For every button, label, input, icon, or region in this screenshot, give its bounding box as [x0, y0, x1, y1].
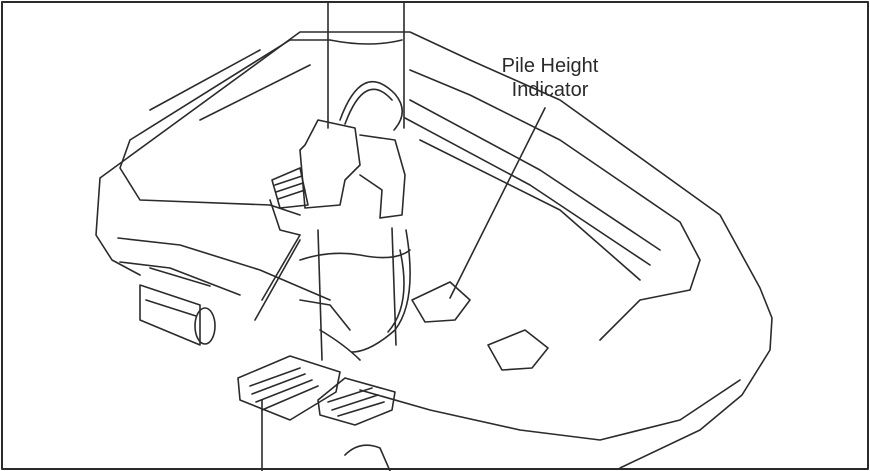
power-cord-lower	[351, 229, 411, 353]
secondary-indicator-window	[487, 329, 549, 371]
tilt-pedal	[237, 355, 341, 421]
side-trim	[254, 199, 301, 321]
pile-height-indicator-label: Pile Height Indicator	[470, 54, 630, 102]
pile-height-label-line2: Indicator	[511, 79, 589, 101]
pile-height-leader-line	[449, 107, 546, 299]
hood-tab	[271, 167, 309, 209]
hood-crease-lines	[149, 49, 661, 281]
right-pedal	[317, 377, 396, 426]
base-body-outline	[95, 31, 773, 469]
rear-roller	[344, 444, 391, 471]
left-roller	[139, 267, 216, 346]
pile-height-label-line1: Pile Height	[501, 55, 599, 77]
front-bumper	[117, 237, 741, 441]
cord-clip	[299, 119, 406, 219]
neck-swivel	[299, 227, 411, 361]
handle-tube	[327, 1, 405, 131]
pile-height-indicator-window	[411, 281, 471, 323]
